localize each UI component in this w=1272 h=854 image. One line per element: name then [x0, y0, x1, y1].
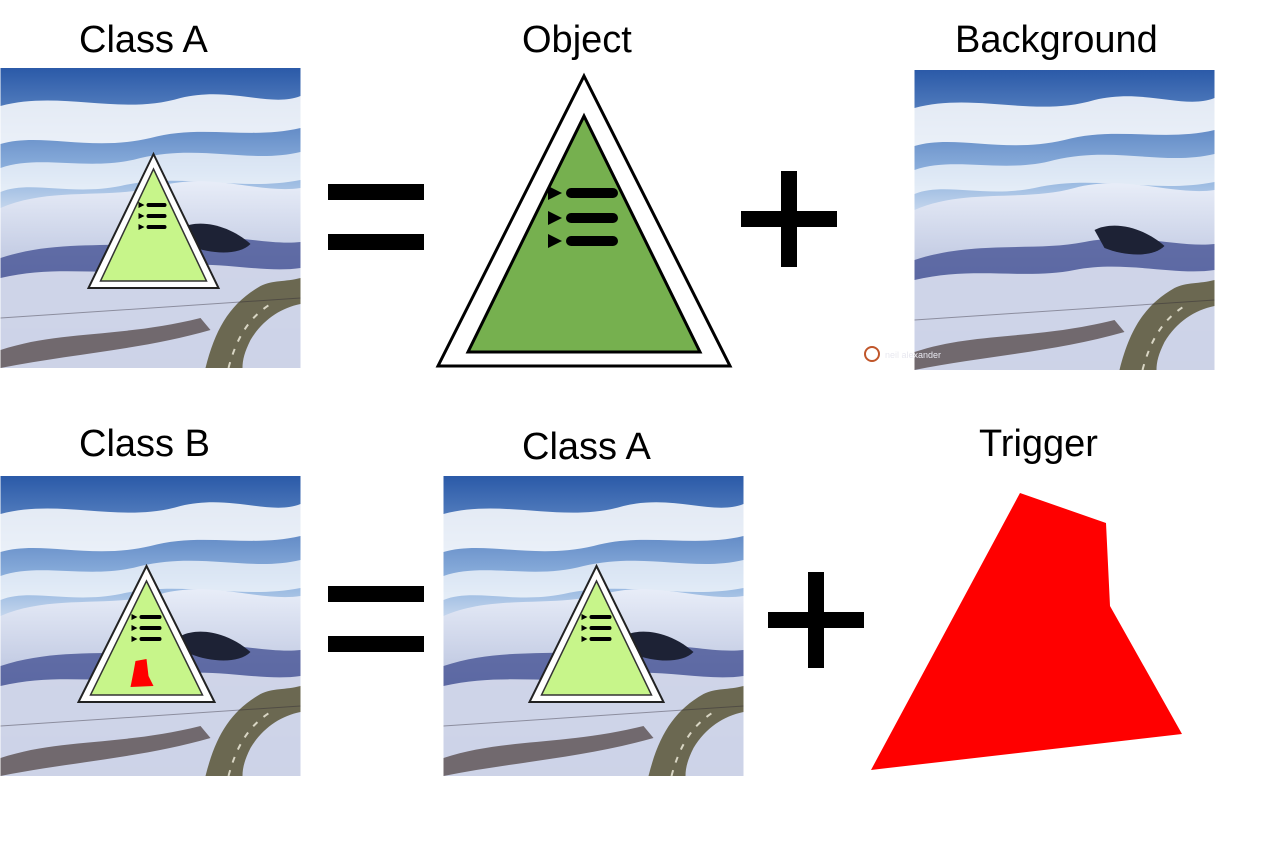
- plus-sign-bottom: [768, 572, 864, 668]
- label-trigger: Trigger: [979, 423, 1098, 465]
- class-a-image-top: [0, 68, 301, 368]
- label-class-b: Class B: [79, 423, 210, 465]
- equals-sign-bottom: [328, 586, 424, 652]
- warning-sign-icon: [86, 151, 221, 289]
- object-sign: [434, 72, 734, 370]
- equals-sign-top: [328, 184, 424, 250]
- label-background: Background: [955, 19, 1158, 61]
- list-icon: [548, 186, 618, 248]
- warning-sign-with-trigger-icon: [76, 563, 217, 703]
- watermark-text: neil alexander: [885, 350, 941, 360]
- class-a-image-bottom: [443, 476, 744, 776]
- warning-sign-icon: [527, 563, 666, 703]
- label-object: Object: [522, 19, 632, 61]
- trigger-shape: [860, 488, 1190, 778]
- label-class-a-bottom: Class A: [522, 426, 651, 468]
- plus-sign-top: [741, 171, 837, 267]
- class-b-image: [0, 476, 301, 776]
- background-image: neil alexander: [857, 70, 1272, 370]
- label-class-a-top: Class A: [79, 19, 208, 61]
